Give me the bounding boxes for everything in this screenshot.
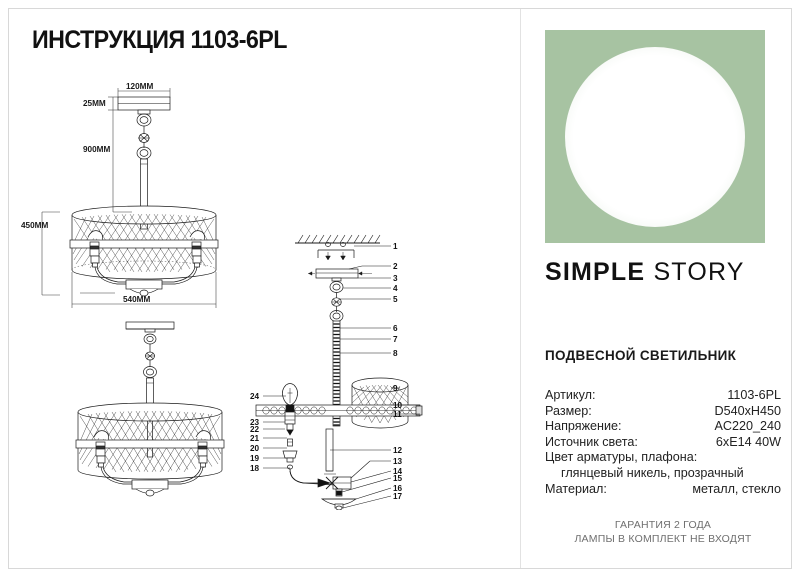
- callout-5: 5: [393, 295, 398, 304]
- spec-label-lightsource: Источник света:: [545, 434, 638, 449]
- spec-row-voltage: Напряжение: AC220_240: [545, 419, 781, 435]
- dim-fixture-height: 450MM: [21, 221, 48, 230]
- spec-value-article: 1103-6PL: [727, 388, 781, 402]
- page-border: [8, 8, 792, 569]
- exploded-assembly-diagram: 1 2 3 4 5 6 7 8 9: [250, 225, 430, 510]
- callout-11: 11: [393, 410, 402, 419]
- page-title: ИНСТРУКЦИЯ 1103-6PL: [32, 26, 287, 54]
- brand-word-simple: SIMPLE: [545, 258, 646, 286]
- callout-7: 7: [393, 335, 398, 344]
- plain-elevation-drawing: [40, 312, 260, 512]
- callout-2: 2: [393, 262, 398, 271]
- vertical-divider: [520, 9, 521, 568]
- dimensioned-elevation-drawing: 120MM 25MM 900MM 450MM 540MM: [20, 80, 300, 310]
- spec-row-article: Артикул: 1103-6PL: [545, 388, 781, 404]
- callout-10: 10: [393, 401, 403, 410]
- dim-mount-width: 120MM: [126, 82, 153, 91]
- footer-bulbs-note: ЛАМПЫ В КОМПЛЕКТ НЕ ВХОДЯТ: [574, 533, 752, 545]
- callout-4: 4: [393, 284, 398, 293]
- callout-1: 1: [393, 242, 398, 251]
- callout-13: 13: [393, 457, 403, 466]
- lamp-glow-circle: [565, 46, 745, 227]
- spec-label-size: Размер:: [545, 403, 592, 418]
- dim-mount-height: 25MM: [83, 99, 106, 108]
- product-type-label: ПОДВЕСНОЙ СВЕТИЛЬНИК: [545, 348, 737, 363]
- callout-24: 24: [250, 392, 260, 401]
- spec-row-material: Материал: металл, стекло: [545, 482, 781, 498]
- callout-3: 3: [393, 274, 398, 283]
- spec-label-article: Артикул:: [545, 388, 596, 402]
- spec-label-color: Цвет арматуры, плафона:: [545, 450, 698, 465]
- footer-warranty: ГАРАНТИЯ 2 ГОДА: [614, 519, 712, 531]
- dim-diameter: 540MM: [123, 295, 150, 304]
- spec-label-voltage: Напряжение:: [545, 419, 622, 434]
- callout-19: 19: [250, 454, 260, 463]
- callout-9: 9: [393, 384, 398, 393]
- spec-label-material: Материал:: [545, 481, 607, 496]
- callout-14: 14: [393, 467, 403, 476]
- brand-image-panel: [545, 30, 765, 243]
- callout-8: 8: [393, 349, 398, 358]
- callout-18: 18: [250, 464, 260, 473]
- spec-value-material: металл, стекло: [692, 481, 781, 496]
- callout-15: 15: [393, 474, 403, 483]
- brand-logo: SIMPLE STORY: [545, 258, 785, 287]
- callout-20: 20: [250, 444, 260, 453]
- dim-drop-height: 900MM: [83, 145, 110, 154]
- callout-23: 23: [250, 418, 260, 427]
- callout-12: 12: [393, 446, 403, 455]
- spec-value-color: глянцевый никель, прозрачный: [561, 465, 744, 480]
- spec-row-lightsource: Источник света: 6xE14 40W: [545, 435, 781, 451]
- callout-17: 17: [393, 492, 403, 501]
- spec-list: Артикул: 1103-6PL Размер: D540xH450 Напр…: [545, 388, 781, 497]
- spec-value-voltage: AC220_240: [714, 419, 781, 434]
- callout-21: 21: [250, 434, 260, 443]
- callout-22: 22: [250, 425, 260, 434]
- spec-value-lightsource: 6xE14 40W: [715, 434, 781, 449]
- spec-row-size: Размер: D540xH450: [545, 404, 781, 420]
- brand-word-story: STORY: [653, 258, 745, 286]
- callout-16: 16: [393, 484, 403, 493]
- spec-value-size: D540xH450: [714, 403, 781, 418]
- footer-notes: ГАРАНТИЯ 2 ГОДА ЛАМПЫ В КОМПЛЕКТ НЕ ВХОД…: [545, 518, 781, 546]
- callout-6: 6: [393, 324, 398, 333]
